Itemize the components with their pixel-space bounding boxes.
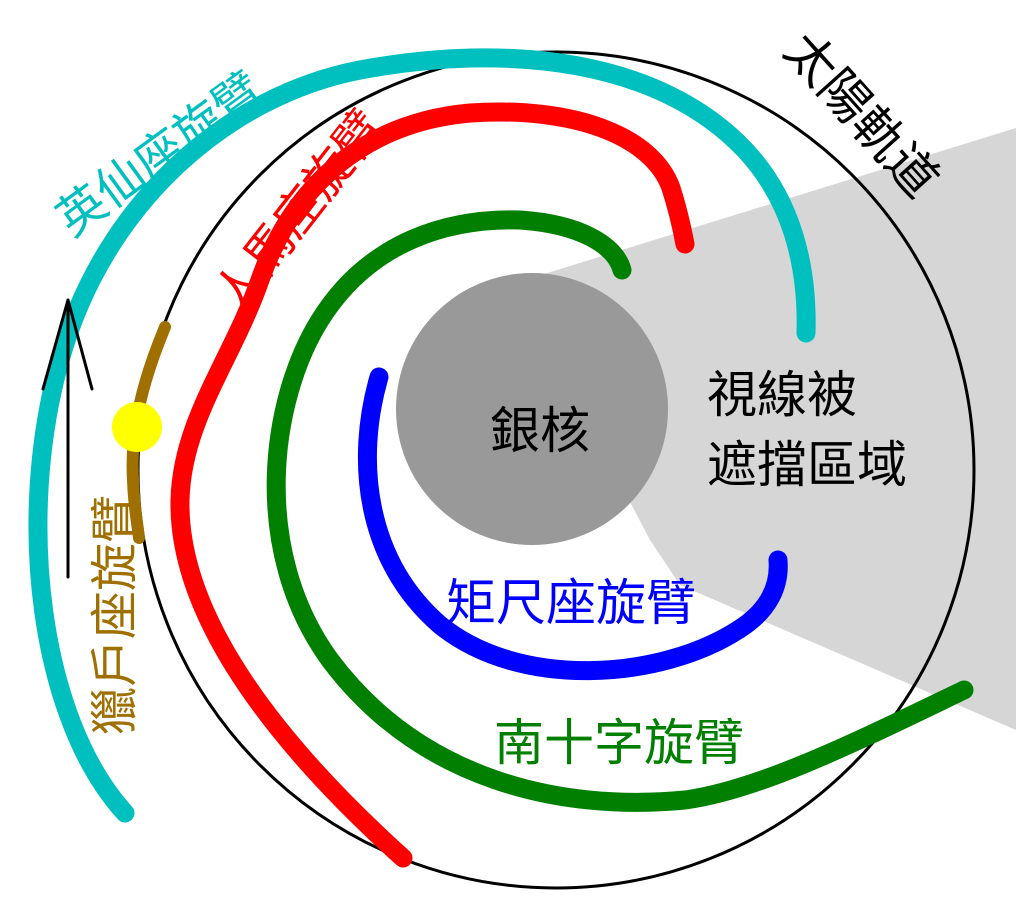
norma-arm-label: 矩尺座旋臂 [446, 574, 696, 632]
norma-arm-curve [357, 367, 788, 681]
obscured-label-line2: 遮擋區域 [707, 436, 907, 494]
core-label: 銀核 [490, 402, 590, 460]
obscured-region [515, 128, 1016, 730]
up-arrow-icon [41, 298, 94, 579]
perseus-arm-curve [28, 48, 816, 823]
sun-icon [112, 402, 162, 452]
galactic-core [396, 273, 668, 545]
up-arrow-head [41, 298, 94, 391]
orion-arm-curve [126, 321, 171, 544]
sagittarius-arm-curve [170, 102, 695, 868]
orion-arm-label: 獵戶座旋臂 [87, 495, 143, 735]
crux-arm-curve [266, 210, 974, 812]
perseus-arm-label: 英仙座旋臂 [46, 61, 273, 247]
obscured-label-line1: 視線被 [707, 366, 857, 424]
crux-arm-label: 南十字旋臂 [494, 714, 744, 772]
